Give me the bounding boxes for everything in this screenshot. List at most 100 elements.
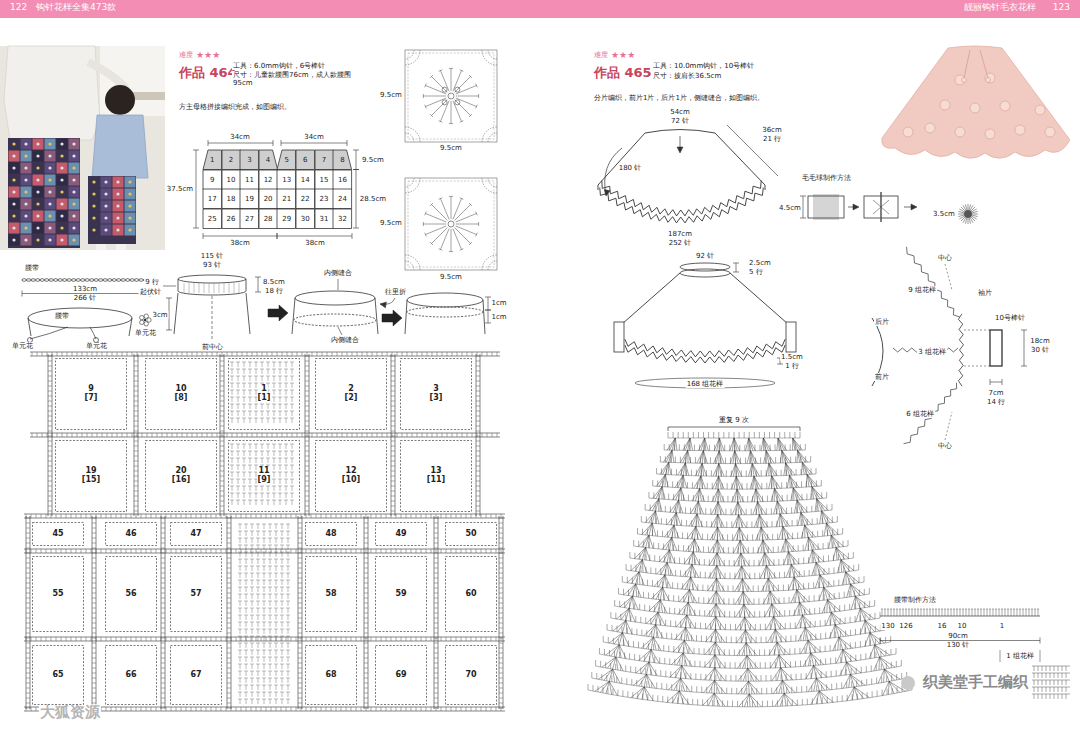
motif-number: 22 xyxy=(301,196,310,204)
chain-outline xyxy=(446,523,497,546)
skirt-square xyxy=(57,211,68,222)
motif-number: 2 xyxy=(229,157,233,165)
skirt-flower xyxy=(92,216,95,219)
pattern-note: 尺寸：儿童款腰围76cm，成人款腰围95cm xyxy=(232,71,362,87)
photo-arm xyxy=(88,62,126,88)
motif-number: 55 xyxy=(51,590,64,599)
dimension-line xyxy=(1021,366,1027,367)
motif-fan xyxy=(405,50,420,65)
motif-fan xyxy=(488,50,497,59)
chain-join xyxy=(476,356,480,511)
chart-label: 7cm xyxy=(987,389,1004,397)
header-text: 钩针花样全集473款 xyxy=(36,3,116,13)
motif-number: 3 xyxy=(247,157,251,165)
motif-strip: 48 xyxy=(305,522,357,546)
motif-square: 17 xyxy=(203,189,222,209)
skirt-square xyxy=(57,151,68,162)
chain-join xyxy=(364,516,365,709)
chart-label: 252 针 xyxy=(668,239,693,247)
motif-square: 13 xyxy=(277,170,296,190)
motif-fan xyxy=(405,178,420,193)
chart-label: 168 组花样 xyxy=(686,380,725,388)
skirt-flower xyxy=(60,202,63,205)
chain-join xyxy=(32,433,497,437)
motif-number: 13 xyxy=(282,177,291,185)
skirt-sketch xyxy=(483,300,485,334)
motif-fan xyxy=(405,261,414,270)
skirt-flower xyxy=(48,214,51,217)
skirt-square xyxy=(9,211,20,222)
capelet-outline xyxy=(730,273,788,350)
skirt-flower xyxy=(128,180,131,183)
chart-label: 重复 9 次 xyxy=(718,416,750,424)
skirt-flower xyxy=(72,226,75,229)
skirt-square xyxy=(21,163,32,174)
skirt-square xyxy=(21,235,32,246)
pompom xyxy=(958,204,978,224)
pattern-title: 作品 465 xyxy=(593,66,653,81)
dimension-line xyxy=(193,228,199,229)
chart-label: 3.5cm xyxy=(932,210,956,218)
chart-label: 6 组花样 xyxy=(905,410,935,418)
chart-label: 1 xyxy=(999,622,1005,630)
motif-number: 20 xyxy=(264,196,273,204)
motif-square: 12[10] xyxy=(315,440,387,512)
stitch-row xyxy=(588,438,912,707)
skirt-flower xyxy=(92,228,95,231)
leader-line xyxy=(338,279,339,290)
skirt-sketch xyxy=(375,298,378,334)
skirt-flower xyxy=(48,166,51,169)
chain-outline xyxy=(446,557,497,632)
chain-join xyxy=(438,516,439,709)
waistband-sketch xyxy=(178,279,179,291)
chart-label: 9 行 xyxy=(144,278,160,286)
chart-label: 1cm xyxy=(490,299,507,307)
dimension-line xyxy=(1024,330,1025,366)
motif-square: 10 xyxy=(222,170,241,190)
motif-fan xyxy=(482,50,497,65)
skirt-flower xyxy=(60,178,63,181)
stitch-symbols xyxy=(1032,666,1070,699)
skirt-square xyxy=(113,225,124,236)
skirt-flower xyxy=(36,142,39,145)
motif-number: 58 xyxy=(324,590,337,599)
motif-square: 6 xyxy=(296,150,315,170)
chain-join xyxy=(480,354,481,516)
chain-join xyxy=(134,354,135,516)
skirt-flower xyxy=(24,190,27,193)
skirt-flower xyxy=(128,192,131,195)
chart-label: 38cm xyxy=(304,239,326,247)
motif-square: 67 xyxy=(170,645,222,705)
motif-fan xyxy=(488,261,497,270)
motif-number: 45 xyxy=(51,530,64,539)
skirt-square xyxy=(45,175,56,186)
dimension-line xyxy=(356,150,357,170)
skirt-flower xyxy=(12,226,15,229)
cell-outline xyxy=(333,189,352,209)
difficulty: ★★★ xyxy=(610,50,636,60)
chain-outline xyxy=(229,359,300,430)
chart-label: 18 行 xyxy=(264,287,284,295)
chart-label: 30 针 xyxy=(1030,346,1050,354)
pompom-yarn xyxy=(873,200,889,214)
motif-order: [8] xyxy=(174,394,189,403)
dimension-line xyxy=(803,196,804,218)
skirt-square xyxy=(101,201,112,212)
motif-square: 56 xyxy=(105,556,157,632)
chain-join xyxy=(227,518,231,708)
leader-line xyxy=(338,327,342,335)
chart-label: 起伏针 xyxy=(139,288,162,296)
skirt-flower xyxy=(72,214,75,217)
cell-outline xyxy=(222,189,241,209)
skirt-square xyxy=(113,177,124,188)
motif-fan xyxy=(405,127,420,142)
capelet-edge xyxy=(602,181,761,216)
dimension-line xyxy=(208,143,273,144)
motif-bobble xyxy=(442,100,447,105)
skirt-flower xyxy=(72,142,75,145)
skirt-square xyxy=(9,187,20,198)
motif-square: 15 xyxy=(315,170,334,190)
skirt-flower xyxy=(72,178,75,181)
skirt-flower xyxy=(116,216,119,219)
motif-number: 48 xyxy=(324,530,337,539)
